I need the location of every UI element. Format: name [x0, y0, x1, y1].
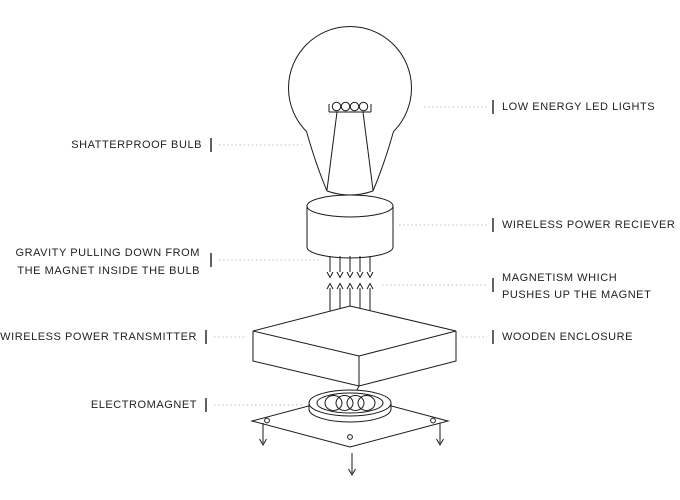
screw-bottom — [347, 434, 353, 440]
screw-right — [430, 417, 436, 424]
screw-left — [264, 417, 270, 424]
label-gravity-line2: THE MAGNET INSIDE THE BULB — [17, 265, 200, 277]
gravity-down-arrows — [326, 256, 374, 279]
label-wireless-power-reciever: WIRELESS POWER RECIEVER — [502, 219, 676, 231]
label-electromagnet: ELECTROMAGNET — [90, 399, 197, 411]
bottom-arrows — [259, 423, 444, 476]
label-magnetism: MAGNETISM WHICH PUSHES UP THE MAGNET — [502, 270, 651, 304]
bottom-arrow-right — [436, 423, 444, 446]
label-wireless-power-transmitter: WIRELESS POWER TRANSMITTER — [0, 331, 197, 343]
label-shatterproof-bulb: SHATTERPROOF BULB — [71, 139, 202, 151]
electromagnet-disc — [308, 385, 392, 423]
bottom-arrow-center — [348, 453, 356, 476]
label-wooden-enclosure: WOODEN ENCLOSURE — [502, 331, 634, 343]
receiver-cylinder — [306, 194, 394, 259]
label-ticks — [205, 100, 494, 412]
led-coils-icon — [326, 101, 374, 191]
bulb-outline — [288, 26, 412, 196]
label-low-energy-led-lights: LOW ENERGY LED LIGHTS — [502, 101, 656, 113]
connector-lines — [214, 106, 487, 406]
bottom-arrow-left — [259, 423, 267, 446]
label-gravity-line1: GRAVITY PULLING DOWN FROM — [15, 247, 200, 259]
label-gravity: GRAVITY PULLING DOWN FROM THE MAGNET INS… — [16, 244, 200, 280]
label-magnetism-line1: MAGNETISM WHICH — [502, 272, 618, 284]
enclosure-box — [252, 305, 457, 387]
label-magnetism-line2: PUSHES UP THE MAGNET — [502, 289, 652, 301]
